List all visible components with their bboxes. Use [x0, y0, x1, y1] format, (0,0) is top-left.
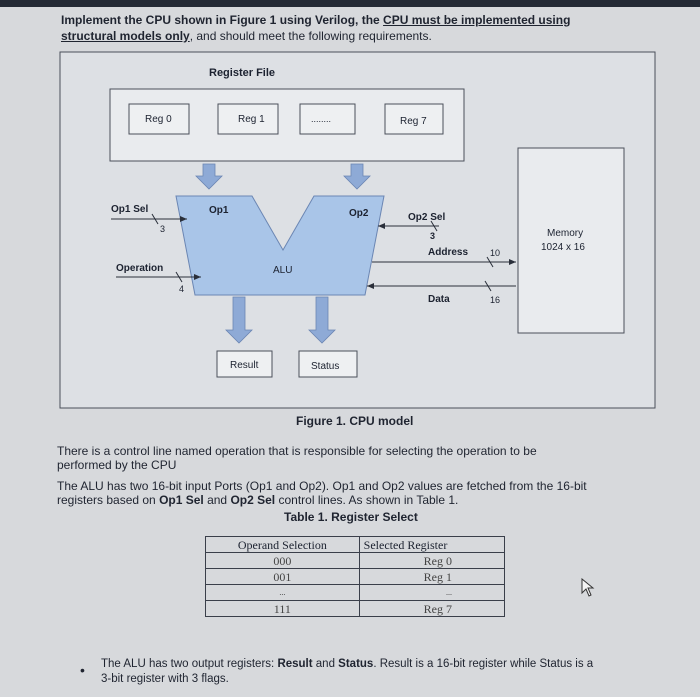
- header-operand-selection: Operand Selection: [205, 536, 360, 553]
- reg1-box: [217, 103, 279, 135]
- paragraph-2-line-1: The ALU has two 16-bit input Ports (Op1 …: [57, 479, 587, 493]
- reg1-label: Reg 1: [238, 114, 265, 125]
- status-box: [298, 350, 358, 378]
- table-cell: ...: [358, 584, 506, 601]
- question-line-1: Implement the CPU shown in Figure 1 usin…: [61, 13, 570, 28]
- reg7-box: [384, 103, 444, 135]
- table-row: 111 Reg 7: [205, 600, 506, 617]
- address-width: 10: [490, 248, 500, 258]
- figure-caption: Figure 1. CPU model: [296, 414, 414, 428]
- op2-fetch-arrow: [343, 163, 371, 190]
- table-row: 000 Reg 0: [205, 552, 506, 569]
- operation-width: 4: [179, 284, 184, 294]
- question-structural: structural models only: [61, 29, 190, 43]
- op1-sel-width: 3: [160, 224, 165, 234]
- status-label: Status: [311, 361, 339, 372]
- register-file-label: Register File: [209, 67, 275, 79]
- memory-size: 1024 x 16: [541, 242, 585, 253]
- op2-sel-slash: [430, 220, 438, 232]
- reg-dots-box: [299, 103, 356, 135]
- alu-label: ALU: [273, 265, 292, 276]
- table-cell: 111: [205, 600, 360, 617]
- p2-text-e: control lines. As shown in Table 1.: [275, 493, 459, 507]
- op2-sel-label: Op2 Sel: [408, 212, 445, 223]
- memory-label: Memory: [547, 228, 583, 239]
- register-select-table: Operand Selection Selected Register 000 …: [205, 536, 506, 617]
- bullet-result: Result: [277, 658, 313, 670]
- data-label: Data: [428, 294, 450, 305]
- table-cell: Reg 1: [358, 568, 506, 585]
- status-arrow: [308, 296, 336, 344]
- op2-sel-width: 3: [430, 231, 435, 241]
- alu-shape: [175, 195, 385, 296]
- table-cell: 001: [205, 568, 360, 585]
- paragraph-1-line-2: performed by the CPU: [57, 458, 177, 472]
- bullet-line-1: The ALU has two output registers: Result…: [101, 657, 593, 672]
- data-width: 16: [490, 295, 500, 305]
- memory-box: [517, 147, 625, 334]
- paragraph-2-line-2: registers based on Op1 Sel and Op2 Sel c…: [57, 493, 458, 508]
- reg0-label: Reg 0: [145, 114, 172, 125]
- p2-text-c: and: [203, 493, 231, 507]
- bullet-line-2: 3-bit register with 3 flags.: [101, 673, 229, 685]
- table-cell: 000: [205, 552, 360, 569]
- address-slash: [486, 256, 494, 268]
- op1-label: Op1: [209, 205, 229, 216]
- question-after: , and should meet the following requirem…: [189, 29, 432, 43]
- p2-op1-sel: Op1 Sel: [159, 493, 204, 507]
- header-selected-register: Selected Register: [358, 536, 506, 553]
- table-cell: Reg 0: [358, 552, 506, 569]
- op1-fetch-arrow: [195, 163, 223, 190]
- table-cell: ...: [205, 584, 360, 601]
- op2-label: Op2: [349, 208, 369, 219]
- data-slash: [484, 280, 492, 292]
- operation-label: Operation: [116, 263, 163, 274]
- table-cell: Reg 7: [358, 600, 506, 617]
- p2-op2-sel: Op2 Sel: [230, 493, 276, 507]
- result-label: Result: [230, 360, 259, 371]
- op1-sel-label: Op1 Sel: [111, 204, 148, 215]
- reg0-box: [128, 103, 190, 135]
- op1-sel-slash: [151, 213, 159, 225]
- table-row: 001 Reg 1: [205, 568, 506, 585]
- question-intro: Implement the CPU shown in Figure 1 usin…: [61, 13, 380, 27]
- top-bar: [0, 0, 700, 7]
- question-cpu-must: CPU must be implemented using: [383, 13, 571, 27]
- result-arrow: [225, 296, 253, 344]
- mouse-cursor-icon: [581, 578, 595, 597]
- reg7-label: Reg 7: [400, 116, 427, 127]
- operation-slash: [175, 271, 183, 283]
- question-line-2: structural models only, and should meet …: [61, 29, 432, 44]
- table-header-row: Operand Selection Selected Register: [205, 536, 506, 553]
- bullet-text-c: and: [312, 658, 339, 670]
- p2-text-a: registers based on: [57, 493, 160, 507]
- bullet-status: Status: [338, 658, 374, 670]
- table-row: ... ...: [205, 584, 506, 601]
- result-box: [216, 350, 273, 378]
- bullet-text-e: . Result is a 16-bit register while Stat…: [373, 658, 594, 670]
- bullet-text-a: The ALU has two output registers:: [101, 658, 278, 670]
- bullet-icon: •: [80, 662, 85, 678]
- paragraph-1-line-1: There is a control line named operation …: [57, 444, 537, 458]
- reg-dots-label: ........: [311, 114, 331, 124]
- address-label: Address: [428, 247, 468, 258]
- table-caption: Table 1. Register Select: [284, 510, 418, 524]
